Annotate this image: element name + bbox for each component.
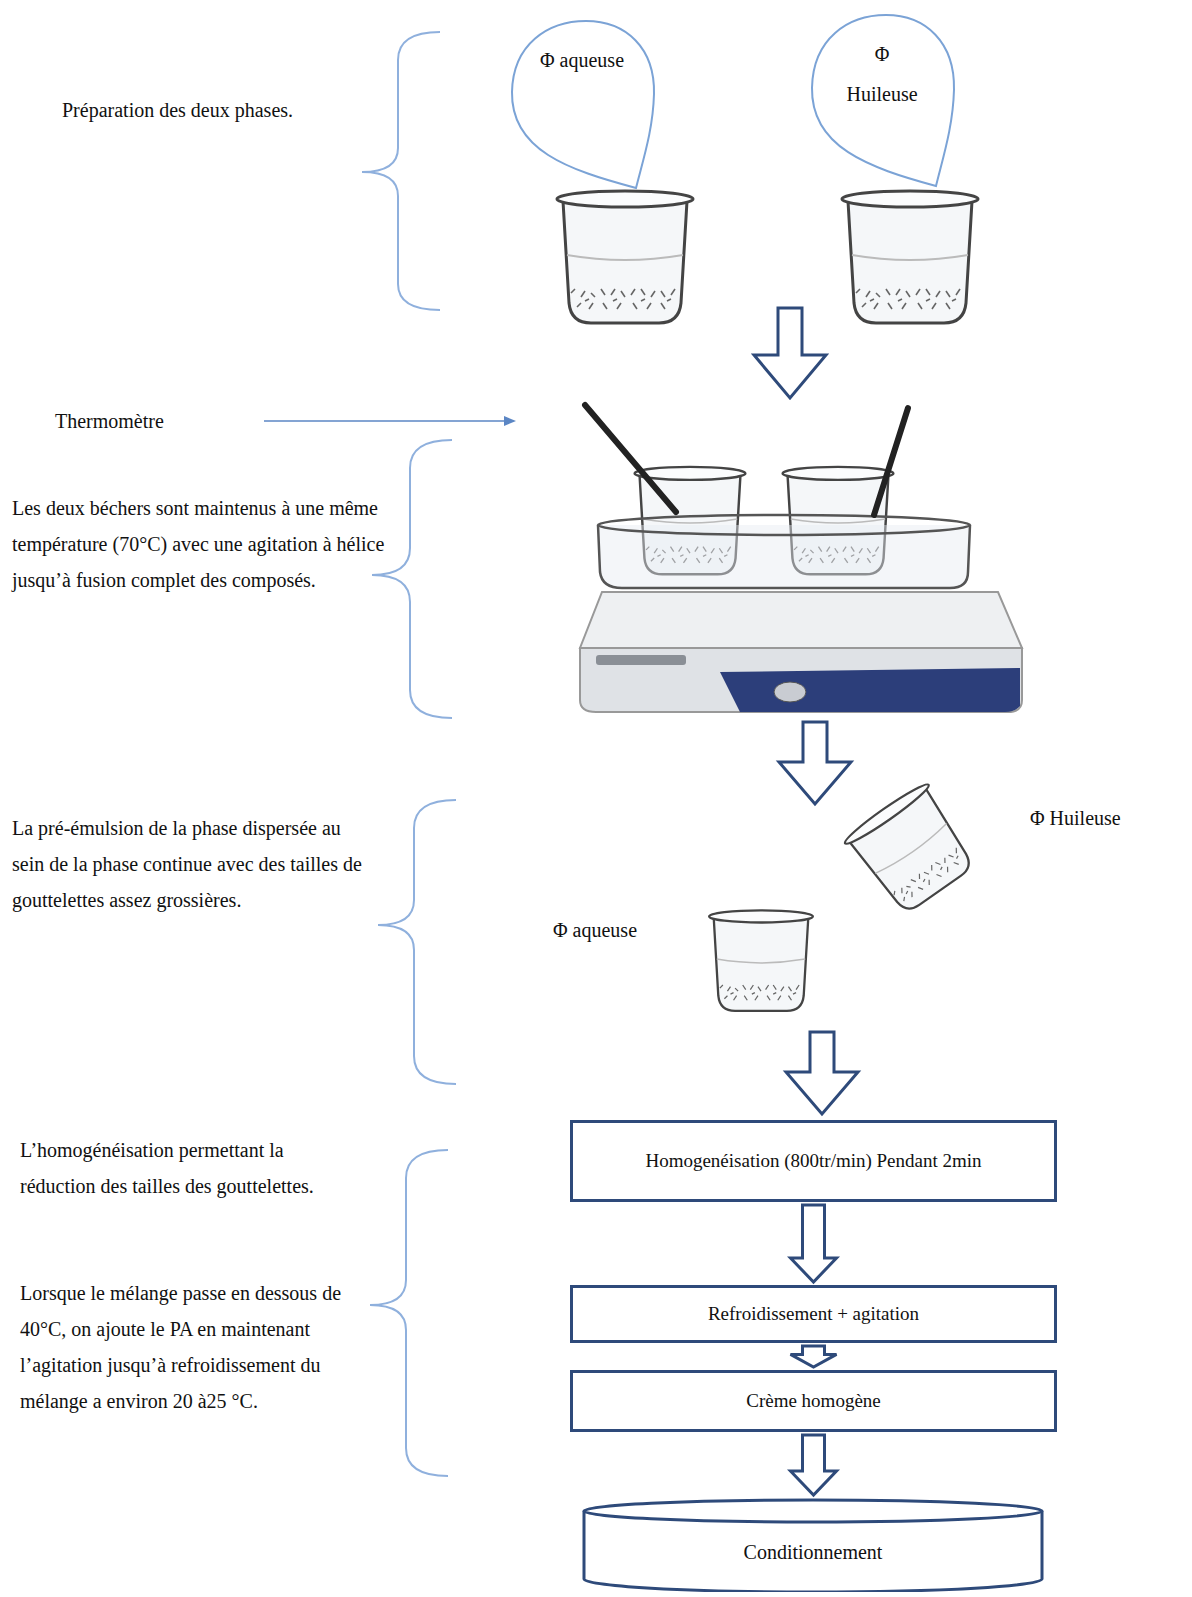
flow-arrow [791,1435,837,1495]
note-text: Φ Huileuse [1030,800,1188,836]
cylinder-box: Conditionnement [582,1498,1044,1592]
beaker [842,191,978,323]
process-box: Refroidissement + agitation [570,1285,1057,1343]
note-text: Lorsque le mélange passe en dessous de 4… [20,1275,392,1419]
process-box: Crème homogène [570,1370,1057,1432]
bracket [362,32,456,1476]
note-text: Préparation des deux phases. [62,92,322,128]
node-text: Refroidissement + agitation [708,1301,919,1327]
process-box: Homogenéisation (800tr/min) Pendant 2min [570,1120,1057,1202]
note-text: L’homogénéisation permettant la réductio… [20,1132,360,1204]
note-text: Φ aqueuse [553,912,693,948]
pouring-beakers [709,780,982,1011]
drop-path [812,15,954,186]
note-text: Les deux béchers sont maintenus à une mê… [12,490,392,598]
water-bath [585,405,970,588]
node-text: Homogenéisation (800tr/min) Pendant 2min [645,1148,981,1174]
drop-outline [508,18,658,190]
note-text: La pré-émulsion de la phase dispersée au… [12,810,374,918]
callout-drop: Φ aqueuse [508,18,658,190]
flow-arrow [791,1346,837,1367]
cylinder-top [584,1500,1042,1522]
hot-plate [580,592,1022,712]
callout-drop: Φ Huileuse [808,12,958,188]
drop-path [512,21,654,188]
node-text: Crème homogène [746,1388,881,1414]
flow-arrow [791,1205,837,1282]
beaker [557,191,693,323]
node-text: Φ aqueuse [538,40,626,80]
node-text: Φ Huileuse [838,34,926,114]
leader-arrow [264,416,516,426]
node-text: Conditionnement [592,1539,1034,1565]
note-text: Thermomètre [55,403,260,439]
